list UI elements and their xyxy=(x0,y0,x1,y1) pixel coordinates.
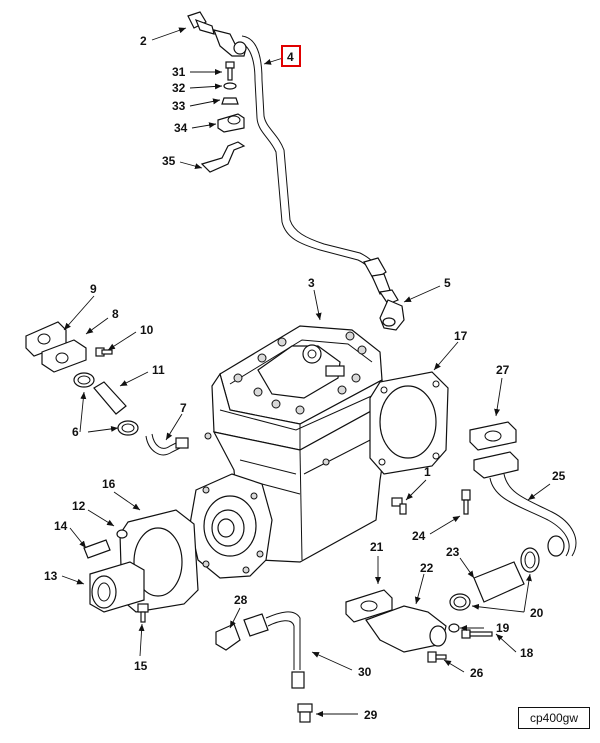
clamp-part-20-left xyxy=(449,593,471,611)
callout-21: 21 xyxy=(370,540,384,554)
callout-2: 2 xyxy=(140,34,147,48)
bolt-part-31 xyxy=(225,61,235,81)
callout-26: 26 xyxy=(470,666,484,680)
callout-32: 32 xyxy=(172,81,186,95)
callout-7: 7 xyxy=(180,401,187,415)
callout-labels: 2 4 31 32 33 34 35 3 5 9 8 10 11 7 6 17 … xyxy=(44,34,566,722)
bolt-part-18 xyxy=(461,629,493,639)
clamp-part-6-upper xyxy=(73,372,95,388)
washer-part-19 xyxy=(448,623,460,633)
highlighted-callout-box xyxy=(281,45,301,67)
connector-part-1 xyxy=(391,497,407,515)
bracket-part-35 xyxy=(200,141,246,173)
fitting-part-2 xyxy=(187,11,247,57)
callout-8: 8 xyxy=(112,307,119,321)
hose-part-11 xyxy=(93,381,127,415)
clamp-part-6-lower xyxy=(117,420,139,436)
callout-24: 24 xyxy=(412,529,426,543)
callout-14: 14 xyxy=(54,519,68,533)
callout-10: 10 xyxy=(140,323,154,337)
callout-18: 18 xyxy=(520,646,534,660)
elbow-fitting-part-28 xyxy=(215,623,241,651)
callout-11: 11 xyxy=(152,363,165,377)
coupling-part-13 xyxy=(89,561,145,613)
discharge-line-part-4 xyxy=(237,35,379,273)
callout-29: 29 xyxy=(364,708,378,722)
fitting-part-29 xyxy=(297,703,313,723)
gasket-part-27 xyxy=(469,421,517,451)
callout-3: 3 xyxy=(308,276,315,290)
callout-20: 20 xyxy=(530,606,544,620)
callout-33: 33 xyxy=(172,99,186,113)
fitting-part-26 xyxy=(427,651,447,663)
callout-12: 12 xyxy=(72,499,86,513)
tube-assembly-part-30 xyxy=(243,611,305,689)
callout-28: 28 xyxy=(234,593,248,607)
clamp-part-20-right xyxy=(520,547,540,573)
elbow-tube-part-25 xyxy=(473,451,577,557)
callout-27: 27 xyxy=(496,363,510,377)
callout-35: 35 xyxy=(162,154,176,168)
callout-30: 30 xyxy=(358,665,372,679)
fitting-part-24 xyxy=(461,489,471,515)
washer-part-12 xyxy=(116,529,128,539)
callout-6: 6 xyxy=(72,425,79,439)
compressor-body-part-3 xyxy=(189,325,389,579)
callout-23: 23 xyxy=(446,545,460,559)
washer-part-32 xyxy=(223,82,237,90)
elbow-fitting-part-5 xyxy=(379,299,405,331)
reference-code: cp400gw xyxy=(518,707,590,729)
hose-part-23 xyxy=(473,561,525,603)
callout-25: 25 xyxy=(552,469,566,483)
callout-13: 13 xyxy=(44,569,58,583)
elbow-part-22 xyxy=(365,605,447,653)
bolt-part-10 xyxy=(95,347,113,357)
callout-16: 16 xyxy=(102,477,116,491)
adapter-part-8 xyxy=(41,339,87,373)
nut-part-33 xyxy=(221,97,239,105)
clamp-part-34 xyxy=(217,113,245,133)
callout-15: 15 xyxy=(134,659,148,673)
callout-9: 9 xyxy=(90,282,97,296)
head-bolts xyxy=(233,331,367,415)
bolt-part-15 xyxy=(137,603,149,623)
callout-17: 17 xyxy=(454,329,468,343)
gasket-part-17 xyxy=(369,371,449,475)
plug-part-14 xyxy=(83,539,111,559)
callout-31: 31 xyxy=(172,65,186,79)
callout-4: 4 xyxy=(287,50,294,64)
callout-34: 34 xyxy=(174,121,188,135)
callout-1: 1 xyxy=(424,465,431,479)
fitting-nut-lower xyxy=(363,257,399,305)
tube-part-7 xyxy=(145,433,189,456)
callout-5: 5 xyxy=(444,276,451,290)
callout-19: 19 xyxy=(496,621,510,635)
callout-22: 22 xyxy=(420,561,434,575)
leader-lines xyxy=(61,27,551,717)
